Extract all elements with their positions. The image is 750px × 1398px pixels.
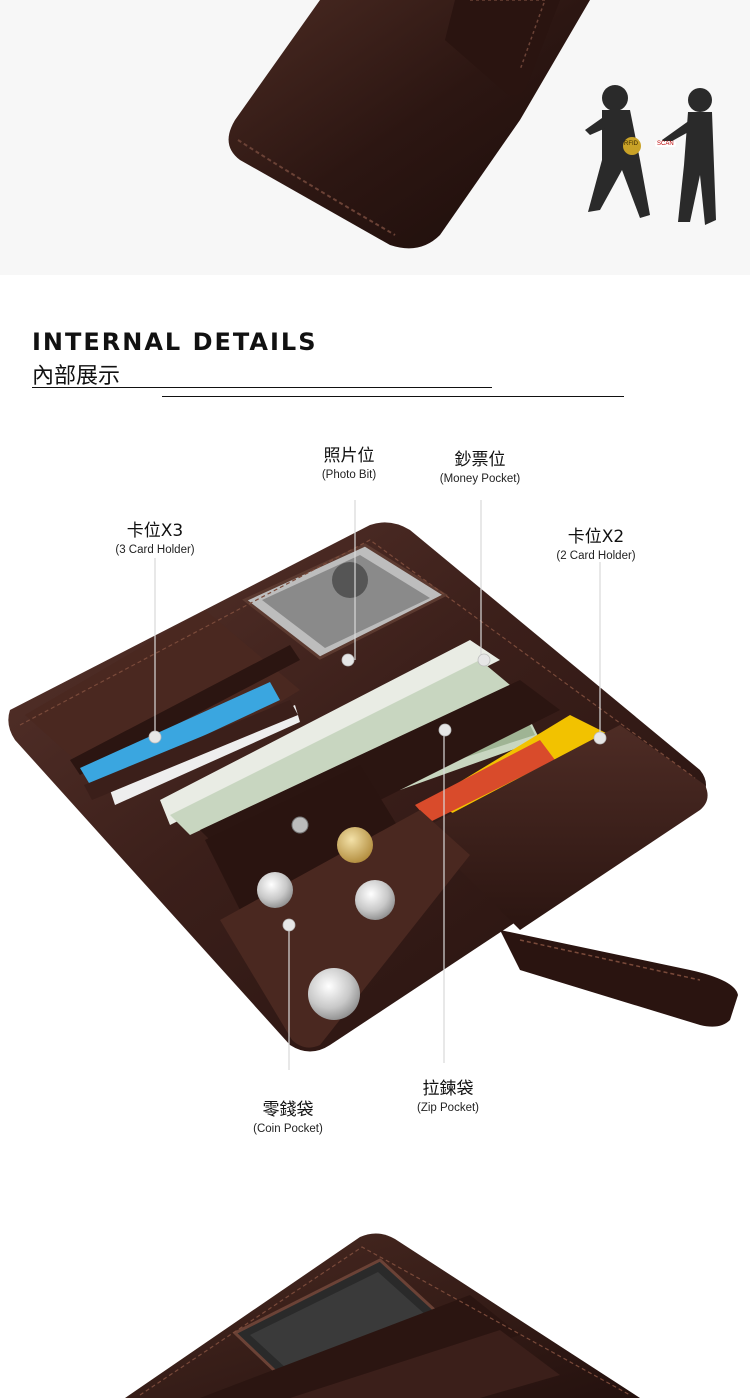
callout-zip-zh: 拉鍊袋 [422, 1079, 474, 1099]
callout-card2-en: (2 Card Holder) [556, 550, 636, 562]
top-wallet-photo: RFID SCAN [0, 0, 750, 275]
rfid-thief-silhouette [585, 85, 716, 225]
section-title-zh: 內部展示 [32, 364, 121, 389]
callout-money: 鈔票位 (Money Pocket) [420, 445, 540, 485]
callout-card2: 卡位X2 (2 Card Holder) [536, 522, 656, 562]
callout-photo-zh: 照片位 [323, 446, 375, 466]
callout-card3-en: (3 Card Holder) [115, 544, 195, 556]
scan-badge-label: SCAN [655, 141, 676, 147]
callout-zip-en: (Zip Pocket) [417, 1102, 479, 1114]
callout-coin-zh: 零錢袋 [262, 1100, 314, 1120]
heading-underline-1 [32, 387, 492, 388]
callout-coin: 零錢袋 (Coin Pocket) [233, 1095, 343, 1135]
card2-marker [593, 731, 607, 745]
callout-leader-lines [154, 500, 601, 1070]
callout-card2-zh: 卡位X2 [567, 527, 625, 547]
callout-coin-en: (Coin Pocket) [253, 1123, 323, 1135]
callout-card3: 卡位X3 (3 Card Holder) [95, 516, 215, 556]
callout-photo: 照片位 (Photo Bit) [299, 441, 399, 481]
callout-zip: 拉鍊袋 (Zip Pocket) [398, 1074, 498, 1114]
photo-marker [341, 653, 355, 667]
card3-marker [148, 730, 162, 744]
open-wallet-photo [0, 500, 750, 1070]
section-title-en: INTERNAL DETAILS [32, 328, 318, 356]
coin-marker [282, 918, 296, 932]
callout-card3-zh: 卡位X3 [126, 521, 184, 541]
zip-marker [438, 723, 452, 737]
callout-money-zh: 鈔票位 [454, 450, 506, 470]
rfid-badge-label: RFID [624, 141, 638, 147]
bottom-wallet-photo [0, 1225, 750, 1398]
money-marker [477, 653, 491, 667]
callout-money-en: (Money Pocket) [439, 473, 521, 485]
heading-underline-2 [162, 396, 624, 397]
callout-photo-en: (Photo Bit) [321, 469, 377, 481]
